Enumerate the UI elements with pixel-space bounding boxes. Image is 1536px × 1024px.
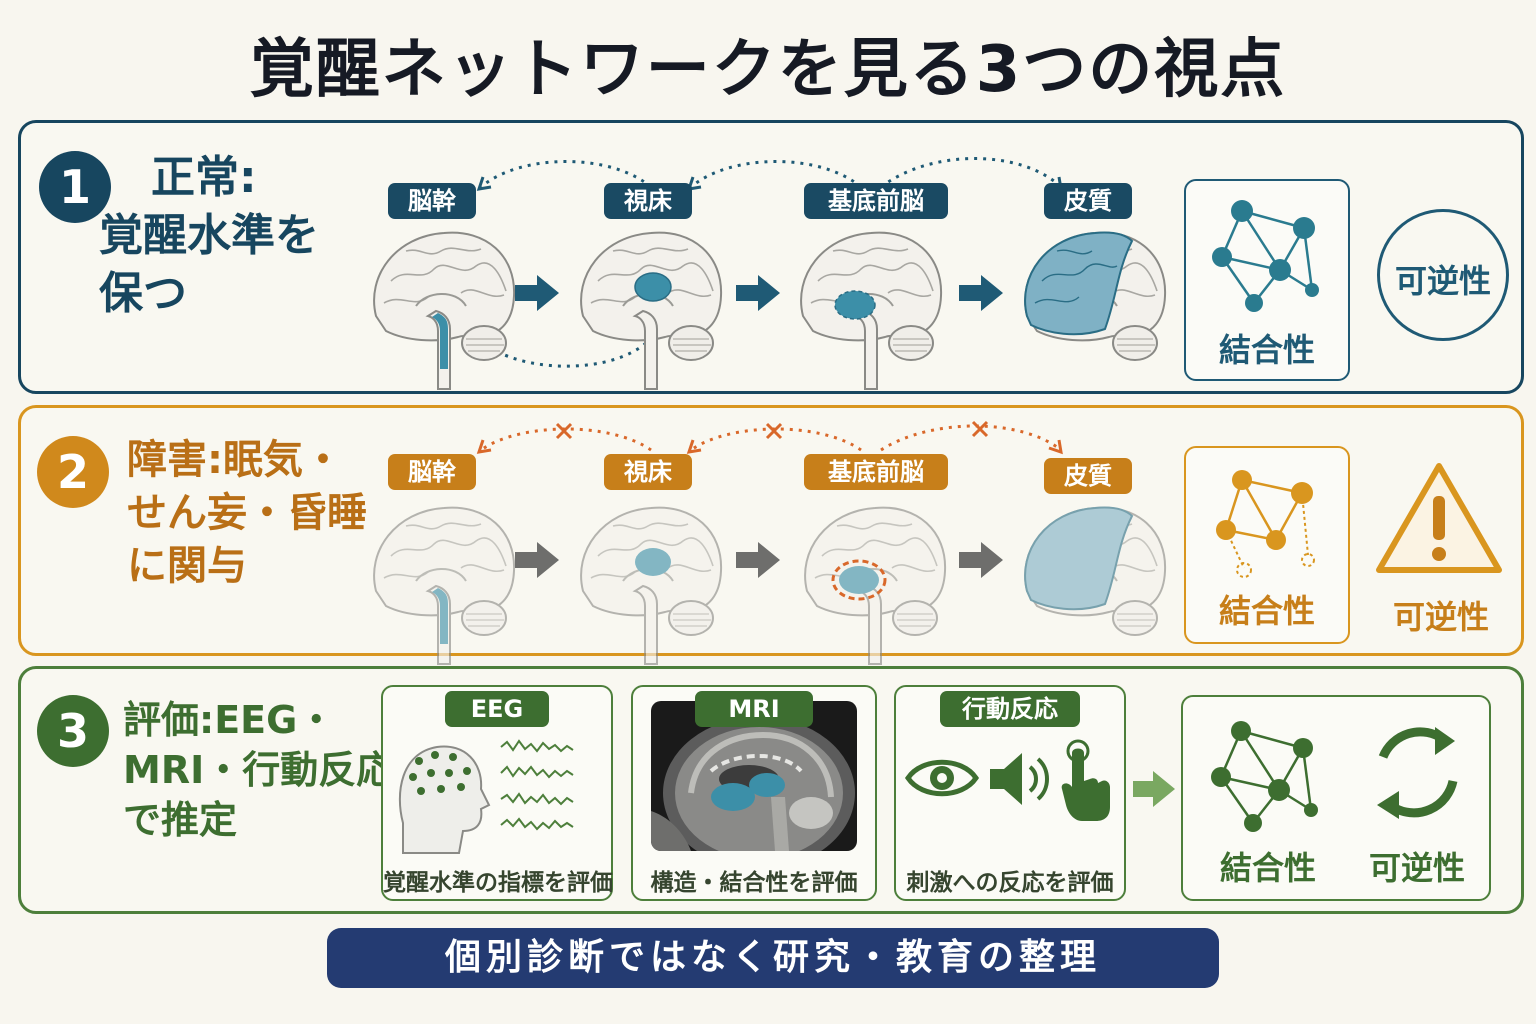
region-label-thalamus: 視床 <box>604 183 692 219</box>
network-icon <box>1211 721 1318 832</box>
region-label-cortex: 皮質 <box>1044 458 1132 494</box>
reversibility-circle: 可逆性 <box>1377 209 1509 341</box>
speaker-icon <box>990 753 1049 805</box>
section-assessment-panel: 3 評価:EEG・ MRI・行動反応 で推定 EEG 覚醒水準の指標を評価 <box>18 666 1524 914</box>
region-label-brainstem: 脳幹 <box>388 183 476 219</box>
reversibility-label: 可逆性 <box>1394 262 1491 300</box>
flow-arrow <box>736 542 780 578</box>
eye-icon <box>904 759 980 797</box>
behavior-caption: 刺激への反応を評価 <box>906 870 1114 896</box>
region-label-brainstem: 脳幹 <box>388 454 476 490</box>
section-disorder-panel: 2 障害:眠気・ せん妄・昏睡 に関与 脳幹 視床 基底前脳 皮質 <box>18 405 1524 665</box>
heading-line-3: に関与 <box>127 542 247 589</box>
page-title: 覚醒ネットワークを見る3つの視点 <box>249 33 1287 107</box>
heading-line-1: 障害:眠気・ <box>127 437 343 483</box>
connectivity-badge: 結合性 <box>1184 446 1350 644</box>
connectivity-badge: 結合性 <box>1184 179 1350 381</box>
mri-scan-icon <box>651 701 857 851</box>
mri-card: MRI 構造・結合性を評価 <box>631 685 877 901</box>
broken-feedback-arcs <box>476 420 1063 455</box>
flow-arrow <box>959 275 1003 311</box>
heading-line-1: 正常: <box>151 152 257 203</box>
brain-basal-forebrain-highlight <box>800 231 943 390</box>
broken-network-icon <box>1216 470 1315 578</box>
region-label-cortex: 皮質 <box>1044 183 1132 219</box>
section-heading: 障害:眠気・ せん妄・昏睡 に関与 <box>127 434 367 592</box>
brain-thalamus-highlight <box>580 231 723 390</box>
connectivity-label: 結合性 <box>1218 331 1315 369</box>
brain-brainstem-highlight <box>373 231 516 390</box>
heading-line-2: 覚醒水準を <box>99 210 319 262</box>
region-label-thalamus: 視床 <box>604 454 692 490</box>
section-number-3: 3 <box>37 695 109 767</box>
outcome-card: 結合性 可逆性 <box>1181 695 1491 901</box>
section-number-2: 2 <box>37 436 109 508</box>
brain-thalamus-faded <box>580 506 723 665</box>
brain-cortex-highlight <box>1024 231 1167 361</box>
region-label-basal-forebrain: 基底前脳 <box>804 454 948 490</box>
brain-cortex-faded <box>1024 506 1167 636</box>
behavior-card: 行動反応 刺激への反応を評価 <box>894 685 1126 901</box>
head-eeg-icon <box>398 739 574 854</box>
network-icon <box>1212 200 1319 312</box>
region-label-basal-forebrain: 基底前脳 <box>804 183 948 219</box>
basal-forebrain-disruption-ring <box>831 559 887 601</box>
heading-line-1: 評価:EEG・ <box>123 698 336 742</box>
heading-line-2: MRI・行動反応 <box>123 748 395 793</box>
section-heading: 評価:EEG・ MRI・行動反応 で推定 <box>123 695 394 845</box>
footer-note: 個別診断ではなく研究・教育の整理 <box>327 928 1219 988</box>
eeg-caption: 覚醒水準の指標を評価 <box>383 870 613 896</box>
mri-label: MRI <box>695 691 813 727</box>
brain-brainstem-faded <box>373 506 516 665</box>
section-number-1: 1 <box>39 151 111 223</box>
reversibility-label: 可逆性 <box>1368 849 1465 887</box>
eeg-card: EEG 覚醒水準の指標を評価 <box>381 685 613 901</box>
brain-basal-forebrain-faded <box>804 506 947 665</box>
eeg-label: EEG <box>445 691 549 727</box>
heading-line-3: で推定 <box>123 798 238 843</box>
reversibility-label: 可逆性 <box>1392 598 1489 636</box>
behavior-label: 行動反応 <box>940 691 1080 727</box>
connectivity-label: 結合性 <box>1219 849 1316 887</box>
section-normal-panel: 1 正常: 覚醒水準を 保つ 脳幹 視床 基底前脳 皮質 <box>18 120 1524 394</box>
feedback-arcs <box>476 157 1063 192</box>
flow-arrow <box>515 275 559 311</box>
flow-arrow <box>1133 771 1175 807</box>
section-heading: 正常: 覚醒水準を 保つ <box>99 149 319 323</box>
cycle-arrows-icon <box>1377 727 1458 819</box>
connectivity-label: 結合性 <box>1218 592 1315 630</box>
flow-arrow <box>515 542 559 578</box>
warning-icon <box>1376 463 1502 573</box>
flow-arrow <box>736 275 780 311</box>
flow-arrow <box>959 542 1003 578</box>
pointing-hand-icon <box>1061 739 1110 821</box>
mri-caption: 構造・結合性を評価 <box>650 870 858 896</box>
heading-line-3: 保つ <box>99 268 187 320</box>
heading-line-2: せん妄・昏睡 <box>127 489 367 536</box>
